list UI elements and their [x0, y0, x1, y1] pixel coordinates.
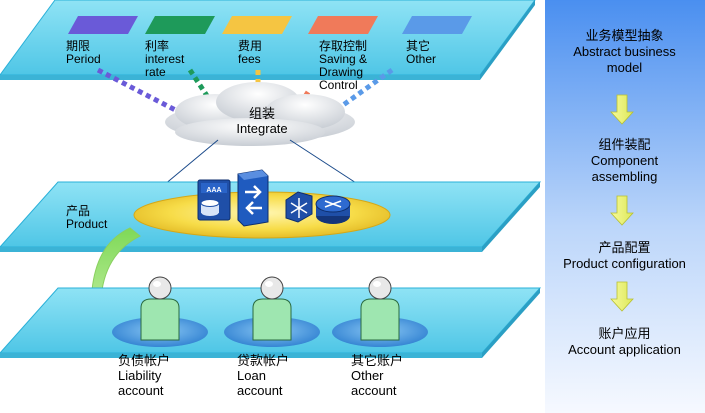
- label-saving-en-3: Control: [319, 78, 358, 92]
- product-cn: 产品: [66, 204, 91, 218]
- integrate-label: 组装 Integrate: [222, 106, 302, 136]
- step-account: 账户应用 Account application: [548, 326, 701, 358]
- aaa-badge: AAA: [206, 187, 221, 194]
- step-product: 产品配置 Product configuration: [548, 240, 701, 272]
- account-layer-side: [482, 288, 540, 358]
- tile-other: [402, 16, 472, 34]
- step-arrow-3: [610, 281, 634, 312]
- parameter-layer-side: [480, 0, 535, 80]
- label-interest-en-1: interest: [145, 52, 185, 66]
- label-fees-cn: 费用: [238, 39, 263, 53]
- step-component-en-2: assembling: [591, 169, 658, 184]
- product-layer-edge: [0, 247, 482, 252]
- account-liability: 负债帐户 Liability account: [118, 353, 170, 398]
- account-other-cn: 其它账户: [351, 353, 404, 368]
- tile-period: [68, 16, 138, 34]
- label-other-en: Other: [406, 52, 437, 66]
- label-saving-en-1: Saving &: [319, 52, 368, 66]
- dash-period: [96, 67, 187, 118]
- integrate-cloud: [165, 82, 355, 146]
- switch-icon: [237, 169, 269, 227]
- step-product-en-1: Product configuration: [563, 256, 686, 271]
- step-abstract-en-2: model: [606, 60, 643, 75]
- account-other: 其它账户 Other account: [351, 353, 403, 398]
- network-hub-icon: [285, 191, 313, 223]
- account-loan-en-2: account: [237, 383, 283, 398]
- label-fees: 费用 fees: [238, 40, 262, 66]
- label-interest-cn: 利率: [145, 39, 170, 53]
- account-other-en-1: Other: [351, 368, 384, 383]
- step-account-cn: 账户应用: [598, 326, 651, 341]
- step-account-en-1: Account application: [568, 342, 681, 357]
- account-liability-en-1: Liability: [118, 368, 162, 383]
- other-person-icon: [332, 276, 428, 347]
- account-liability-cn: 负债帐户: [118, 353, 171, 368]
- step-product-cn: 产品配置: [598, 240, 651, 255]
- account-loan-en-1: Loan: [237, 368, 266, 383]
- tile-fees: [222, 16, 292, 34]
- account-other-en-2: account: [351, 383, 397, 398]
- label-period-cn: 期限: [66, 39, 91, 53]
- step-arrow-2: [610, 195, 634, 226]
- label-interest: 利率 interest rate: [145, 40, 184, 79]
- label-period: 期限 Period: [66, 40, 101, 66]
- step-arrow-1: [610, 94, 634, 125]
- aaa-server-icon: [197, 179, 231, 221]
- product-layer-side: [482, 182, 540, 252]
- tile-interest: [145, 16, 215, 34]
- label-saving-en-2: Drawing: [319, 65, 364, 79]
- liability-person-icon: [112, 276, 208, 347]
- label-other-cn: 其它: [406, 39, 431, 53]
- label-saving-cn: 存取控制: [319, 39, 368, 53]
- integrate-en: Integrate: [236, 121, 288, 136]
- account-liability-en-2: account: [118, 383, 164, 398]
- label-other: 其它 Other: [406, 40, 436, 66]
- account-layer-edge: [0, 353, 482, 358]
- integrate-cn: 组装: [248, 106, 275, 121]
- product-label: 产品 Product: [66, 205, 107, 231]
- step-abstract-cn: 业务模型抽象: [585, 28, 664, 43]
- loan-person-icon: [224, 276, 320, 347]
- label-saving: 存取控制 Saving & Drawing Control: [319, 40, 367, 92]
- step-abstract-en-1: Abstract business: [573, 44, 676, 59]
- step-component-en-1: Component: [590, 153, 659, 168]
- step-component: 组件装配 Component assembling: [548, 137, 701, 185]
- account-loan: 贷款帐户 Loan account: [237, 353, 289, 398]
- tile-saving: [308, 16, 378, 34]
- step-component-cn: 组件装配: [598, 137, 651, 152]
- product-en: Product: [66, 217, 108, 231]
- step-abstract: 业务模型抽象 Abstract business model: [548, 28, 701, 76]
- label-period-en: Period: [66, 52, 101, 66]
- label-fees-en: fees: [238, 52, 261, 66]
- account-loan-cn: 贷款帐户: [237, 353, 290, 368]
- label-interest-en-2: rate: [145, 65, 166, 79]
- parameter-layer-edge: [0, 75, 480, 80]
- router-icon: [315, 195, 351, 224]
- dash-other: [323, 67, 394, 121]
